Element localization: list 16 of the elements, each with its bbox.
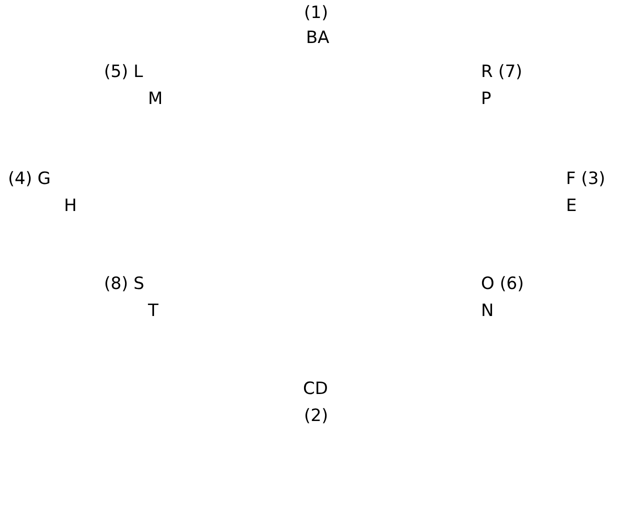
text-label: CD bbox=[303, 378, 328, 400]
text-label: E bbox=[566, 195, 577, 217]
text-label: P bbox=[481, 88, 492, 110]
text-label: (1) bbox=[304, 2, 328, 24]
text-label: BA bbox=[306, 27, 330, 49]
text-label: (4) G bbox=[8, 168, 51, 190]
text-label: T bbox=[148, 300, 158, 322]
text-label: O (6) bbox=[481, 273, 524, 295]
text-label: (8) S bbox=[104, 273, 144, 295]
text-label: N bbox=[481, 300, 494, 322]
text-label: H bbox=[64, 195, 77, 217]
text-label: R (7) bbox=[481, 61, 522, 83]
text-label: (5) L bbox=[104, 61, 143, 83]
text-label: M bbox=[148, 88, 163, 110]
text-label: (2) bbox=[304, 405, 328, 427]
text-label: F (3) bbox=[566, 168, 606, 190]
